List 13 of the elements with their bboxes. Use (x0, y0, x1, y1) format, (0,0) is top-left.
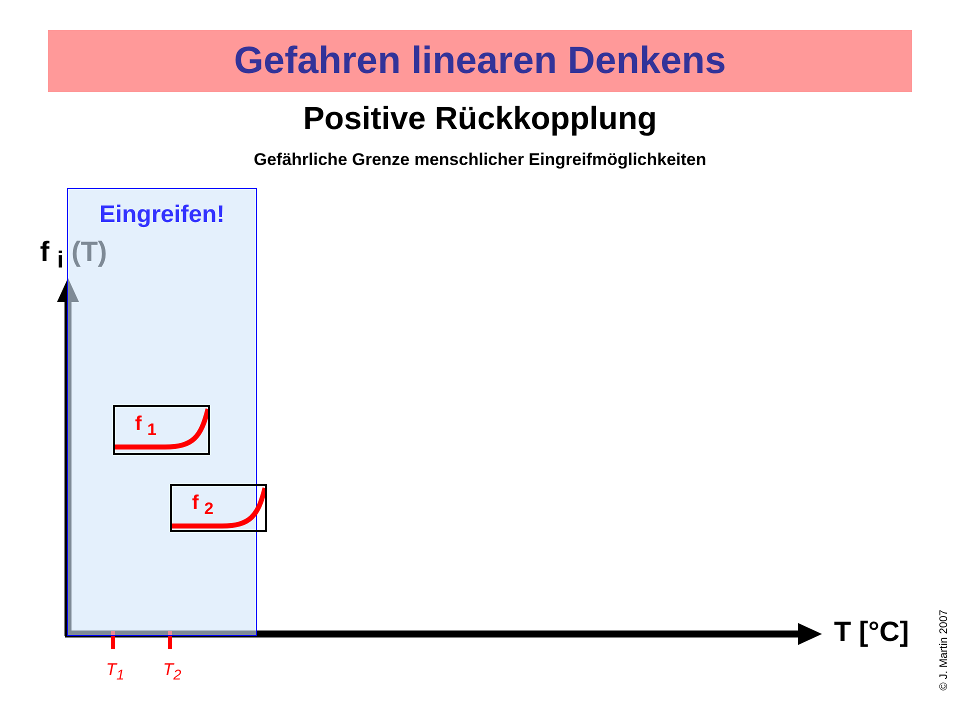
tick-label: T$_{2}$ (163, 660, 182, 684)
subheading: Gefährliche Grenze menschlicher Eingreifmöglichkeiten (252, 150, 708, 170)
function-label: f $_{2}$ (192, 492, 214, 519)
inset-box (113, 405, 210, 455)
band-heading: Eingreifen! (98, 201, 226, 229)
tick-label: T$_{1}$ (106, 660, 124, 684)
function-label: f $_{1}$ (135, 413, 156, 440)
highlight-band (67, 188, 257, 636)
axis-label: f $_{i}$ (T) (40, 236, 108, 274)
axis-label: T [°C] (834, 616, 909, 648)
copyright-note: © J. Martin 2007 (938, 610, 950, 690)
title: Gefahren linearen Denkens (234, 40, 726, 82)
subtitle: Positive Rückkopplung (302, 100, 658, 137)
